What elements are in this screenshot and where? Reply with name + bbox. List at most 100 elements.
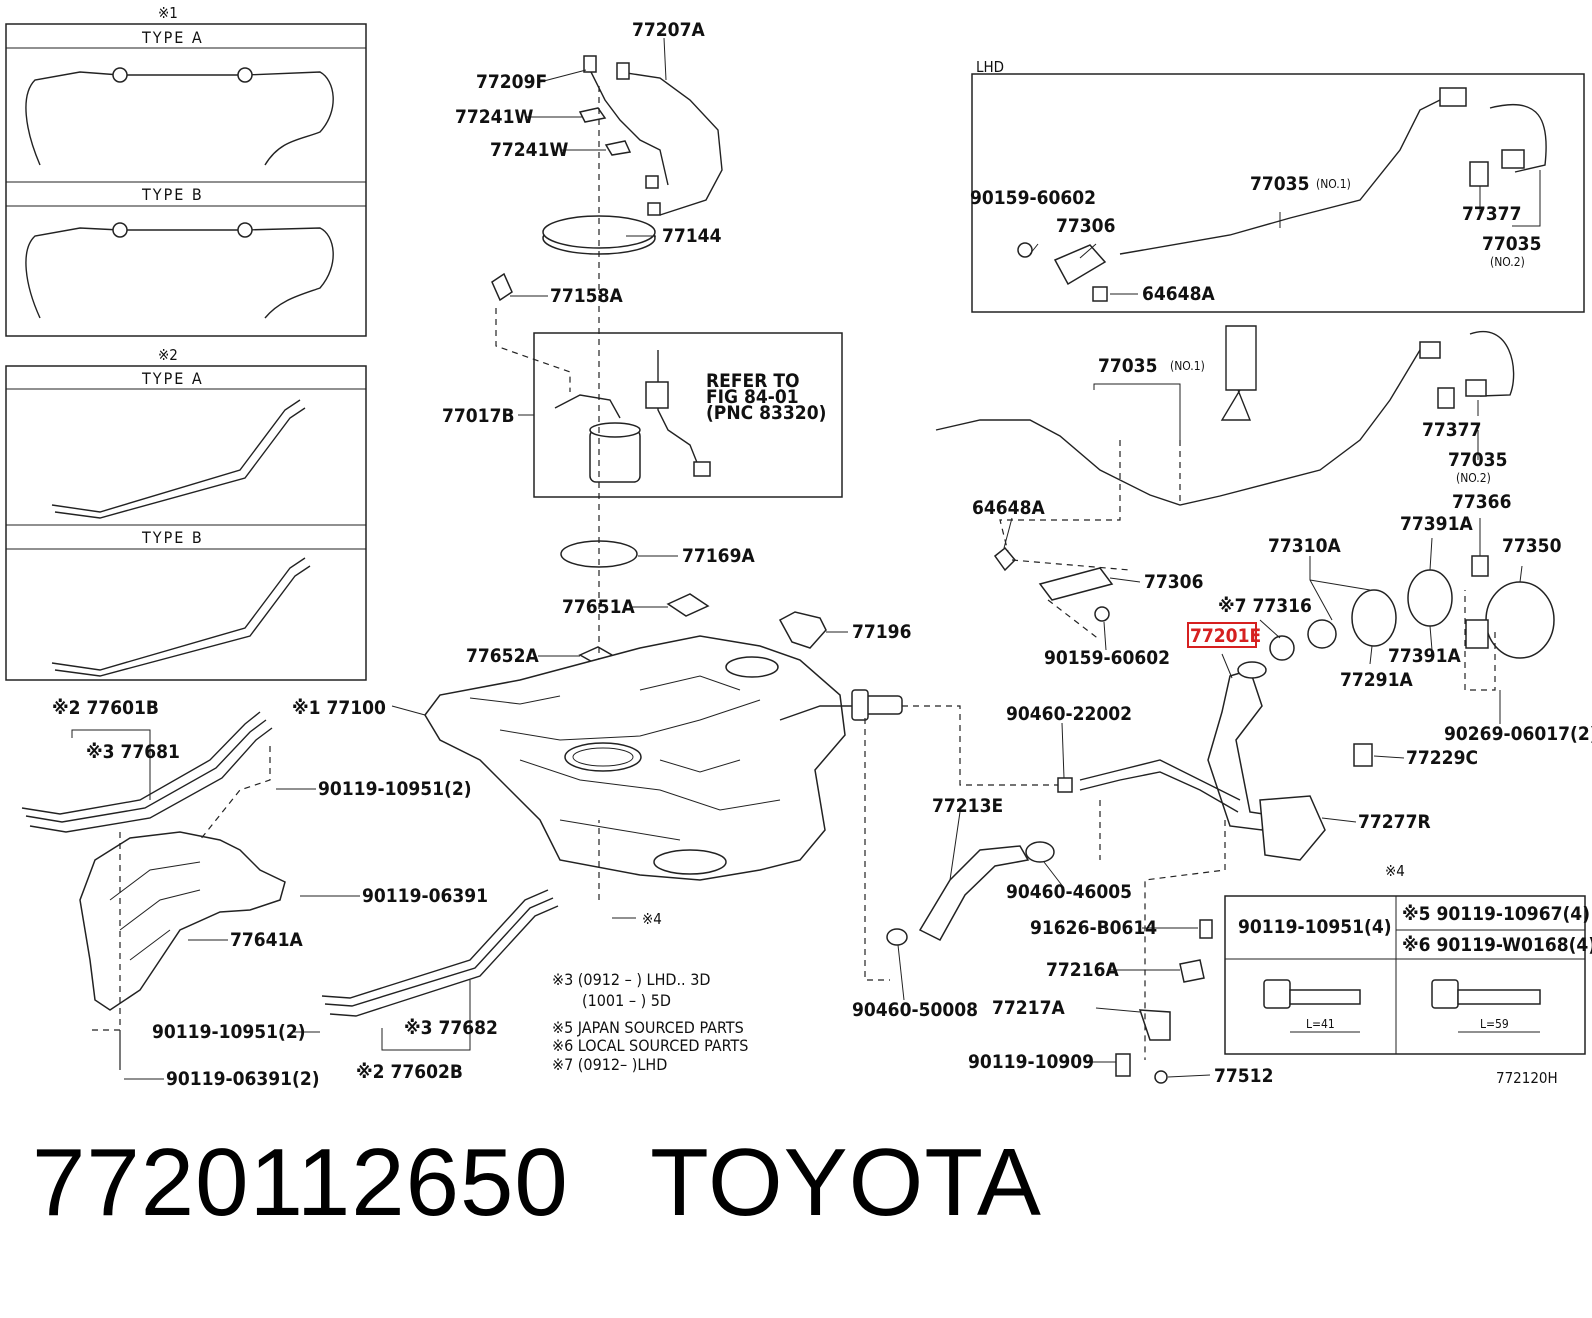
label-77350: 77350 [1502,535,1562,557]
strap-type-a-header: TYPE A [141,369,204,388]
refer-to-line1: REFER TO [706,370,800,392]
type-a-header: TYPE A [141,28,204,47]
cable-77035-no1 [935,343,1441,506]
tank-outline-type-a [25,71,334,166]
ring-77391a [1407,569,1453,627]
label-90159-60602-lhd: 90159-60602 [970,187,1096,209]
refer-to-line2: FIG 84-01 [706,386,799,408]
label-77241w-2: 77241W [490,139,568,161]
highlight-77201e [1187,622,1257,648]
fuel-pump-body [589,429,641,483]
label-77216a: 77216A [1046,959,1119,981]
label-77144: 77144 [662,225,722,247]
part-caption: 7720112650 TOYOTA [32,1128,1042,1238]
hose-77213e [918,845,1030,941]
part-labels: 77207A 77209F 77241W 77241W 77144 77158A… [52,19,1592,1090]
label-77035-no1: 77035 [1098,355,1157,377]
fuel-door-77350 [1485,581,1555,659]
ref-mark-1: ※1 [158,4,178,22]
straps-left [21,711,600,1070]
label-90269-06017: 90269-06017(2) [1444,723,1592,745]
fuel-sender-77158a [491,272,513,302]
lhd-label: LHD [976,58,1004,76]
caption-part-number: 7720112650 [32,1129,569,1236]
note-5: ※7 (0912– )LHD [552,1055,667,1074]
strap-type-b [51,557,311,677]
refer-to-line3: (PNC 83320) [706,402,826,424]
label-90119-10909: 90119-10909 [968,1051,1094,1073]
clip-77229c [1353,743,1373,767]
label-77602b: ※2 77602B [356,1061,463,1083]
inset-strap-types: ※2 TYPE A TYPE B [5,346,367,681]
strap-77602b-77682 [321,889,559,1017]
ring-77291a [1351,589,1397,647]
label-77651a: 77651A [562,596,635,618]
arrow-down [1220,325,1257,421]
caption-brand: TOYOTA [650,1129,1042,1236]
tank-outline-type-b [25,227,334,319]
tube-77207a [619,71,723,216]
bracket-77277r [1259,795,1326,861]
bolt-table: ※4 90119-10951(4) ※5 90119-10967(4) ※6 9… [1224,862,1592,1055]
label-77512: 77512 [1214,1065,1273,1087]
label-90119-10951-b: 90119-10951(2) [152,1021,306,1043]
inset-lhd: LHD [971,58,1585,313]
label-77229c: 77229C [1406,747,1478,769]
label-no2-lhd: (NO.2) [1490,255,1525,269]
strap-type-a [51,399,306,519]
label-77306-lhd: 77306 [1056,215,1115,237]
bolt-table-col1: 90119-10951(4) [1238,916,1392,938]
type-b-header: TYPE B [141,185,204,204]
label-90119-06391-a: 90119-06391 [362,885,488,907]
label-77310a: 77310A [1268,535,1341,557]
label-77158a: 77158A [550,285,623,307]
inset-tank-types: ※1 TYPE A TYPE B [5,4,367,337]
label-77217a: 77217A [992,997,1065,1019]
label-77213e: 77213E [932,795,1003,817]
cable-77035-no2 [1469,331,1515,397]
label-77391a-1: 77391A [1400,513,1473,535]
label-77196: 77196 [852,621,911,643]
bolt-short [1263,979,1291,1009]
bolt-table-col2a: ※5 90119-10967(4) [1402,903,1590,925]
label-77209f: 77209F [476,71,547,93]
label-77377: 77377 [1422,419,1481,441]
label-91626-b0614: 91626-B0614 [1030,917,1157,939]
label-77366: 77366 [1452,491,1511,513]
bolt-long [1431,979,1459,1009]
label-77641a: 77641A [230,929,303,951]
bolt-table-col2b: ※6 90119-W0168(4) [1402,934,1592,956]
label-77652a: 77652A [466,645,539,667]
label-77682: ※3 77682 [404,1017,498,1039]
label-90460-46005: 90460-46005 [1006,881,1132,903]
fuel-tank-77100 [424,635,1060,981]
tube-77209f [587,65,669,186]
label-77100: ※1 77100 [292,697,386,719]
label-90460-22002: 90460-22002 [1006,703,1132,725]
label-77241w-1: 77241W [455,106,533,128]
label-ref-4: ※4 [642,910,662,928]
valve-77196 [778,611,827,649]
cap-77310a [1307,619,1337,649]
filler-pipe-assembly [886,555,1555,1084]
label-77017b: 77017B [442,405,515,427]
fuel-pump-assembly: REFER TO FIG 84-01 (PNC 83320) [491,55,843,740]
note-3: ※5 JAPAN SOURCED PARTS [552,1018,744,1037]
strap-77601b-77681 [21,711,273,833]
label-90119-06391-b: 90119-06391(2) [166,1068,320,1090]
label-77377-lhd: 77377 [1462,203,1521,225]
gasket-77316 [1269,635,1295,661]
bolt-length-1: L=41 [1306,1017,1335,1031]
label-77291a: 77291A [1340,669,1413,691]
ref-mark-2: ※2 [158,346,178,364]
leader-lines [71,37,1541,1080]
bolt-length-2: L=59 [1480,1017,1509,1031]
cable-77035-no2-lhd [1489,103,1547,173]
label-no2: (NO.2) [1456,471,1491,485]
label-77207a: 77207A [632,19,705,41]
note-2: (1001 – ) 5D [582,991,671,1010]
label-77306: 77306 [1144,571,1203,593]
label-no1-lhd: (NO.1) [1316,177,1351,191]
strap-type-b-header: TYPE B [141,528,204,547]
